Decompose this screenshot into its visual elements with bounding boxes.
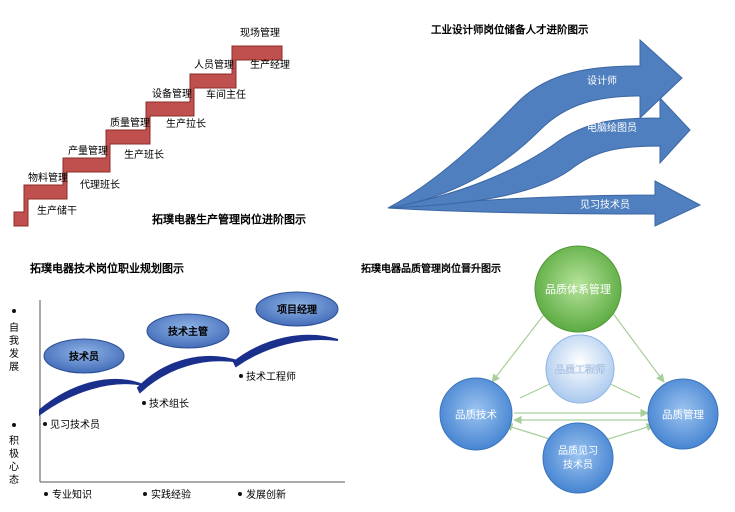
- arrows-panel: 工业设计师岗位储备人才进阶图示 设计师 电脑绘图员 见习技术员: [387, 23, 702, 227]
- x-bullet: [44, 492, 48, 496]
- arrow-designer: [387, 38, 683, 209]
- y-label-char: 展: [9, 361, 19, 373]
- oval-label: 技术主管: [168, 325, 208, 338]
- node-quality-tech: [439, 377, 513, 451]
- connector: [491, 311, 547, 383]
- panel-title: 拓璞电器品质管理岗位晋升图示: [361, 262, 501, 275]
- node-label: 品质技术: [455, 408, 497, 421]
- step-upper-label: 人员管理: [194, 58, 234, 71]
- oval-tech-supervisor: [146, 313, 230, 349]
- step-lower-label: 生产储干: [37, 204, 77, 217]
- y-bullet: [12, 309, 16, 313]
- step-lower-label: 车间主任: [206, 88, 246, 101]
- connector: [604, 423, 655, 441]
- oval-project-manager: [255, 291, 339, 327]
- y-label-char: 积: [9, 435, 19, 447]
- step-lower-label: 生产经理: [250, 58, 290, 71]
- node-quality-trainee: [542, 422, 614, 494]
- y-label-char: 我: [9, 335, 19, 347]
- y-label-char: 心: [9, 461, 19, 473]
- step-upper-label: 设备管理: [152, 87, 192, 100]
- y-label-char: 发: [9, 347, 19, 360]
- node-label: 品质见习: [558, 445, 598, 457]
- x-label: 实践经验: [151, 488, 191, 501]
- step-upper-label: 质量管理: [110, 116, 150, 129]
- x-bullet: [238, 492, 242, 496]
- y-label-char: 态: [9, 473, 19, 486]
- oval-technician: [43, 338, 125, 374]
- node-label: 品质体系管理: [545, 282, 611, 296]
- quality-panel: 拓璞电器品质管理岗位晋升图示 品质体系管理 品质工程师 品质技术 品质管理 品质…: [361, 245, 719, 494]
- point-label: 技术组长: [149, 397, 189, 410]
- step-lower-label: 生产班长: [124, 148, 164, 161]
- point-label: 见习技术员: [50, 418, 100, 431]
- step-lower-label: 生产拉长: [166, 117, 206, 130]
- growth-curve-3: [232, 334, 339, 368]
- career-panel: 拓璞电器技术岗位职业规划图示 自 我 发 展 积 极 心 态 专业知识 实践经验…: [9, 261, 345, 501]
- panel-title: 工业设计师岗位储备人才进阶图示: [431, 23, 589, 36]
- arrow-label: 见习技术员: [580, 198, 630, 211]
- node-label: 技术员: [563, 458, 593, 471]
- point-bullet: [43, 422, 47, 426]
- point-label: 技术工程师: [246, 370, 296, 383]
- x-label: 专业知识: [52, 488, 92, 501]
- node-quality-management: [647, 378, 719, 450]
- staircase-panel: 物料管理 产量管理 质量管理 设备管理 人员管理 现场管理 生产储干 代理班长 …: [13, 26, 306, 227]
- y-bullet: [12, 423, 16, 427]
- connector: [504, 423, 554, 441]
- oval-label: 技术员: [69, 350, 99, 363]
- node-label: 品质管理: [662, 408, 704, 421]
- growth-curve-2: [136, 356, 241, 394]
- connector: [519, 382, 553, 399]
- y-label-char: 自: [9, 321, 19, 334]
- arrow-label: 设计师: [587, 74, 617, 87]
- node-quality-engineer: [545, 334, 615, 404]
- point-bullet: [239, 374, 243, 378]
- node-quality-system: [534, 245, 622, 333]
- connector: [607, 382, 641, 399]
- connector: [611, 311, 665, 383]
- x-label: 发展创新: [246, 488, 286, 501]
- node-label: 品质工程师: [555, 363, 605, 376]
- arrow-cad-drafter: [387, 96, 691, 209]
- step-upper-label: 物料管理: [28, 171, 68, 184]
- step-upper-label: 现场管理: [240, 26, 280, 39]
- point-bullet: [142, 401, 146, 405]
- panel-title: 拓璞电器技术岗位职业规划图示: [30, 261, 184, 275]
- y-label-char: 极: [9, 447, 19, 460]
- step-upper-label: 产量管理: [68, 144, 108, 157]
- x-bullet: [143, 492, 147, 496]
- growth-curve-1: [39, 378, 144, 416]
- panel-title: 拓璞电器生产管理岗位进阶图示: [152, 212, 306, 226]
- arrow-label: 电脑绘图员: [587, 121, 637, 134]
- staircase: [13, 45, 283, 227]
- oval-label: 项目经理: [277, 303, 317, 316]
- step-lower-label: 代理班长: [80, 179, 120, 191]
